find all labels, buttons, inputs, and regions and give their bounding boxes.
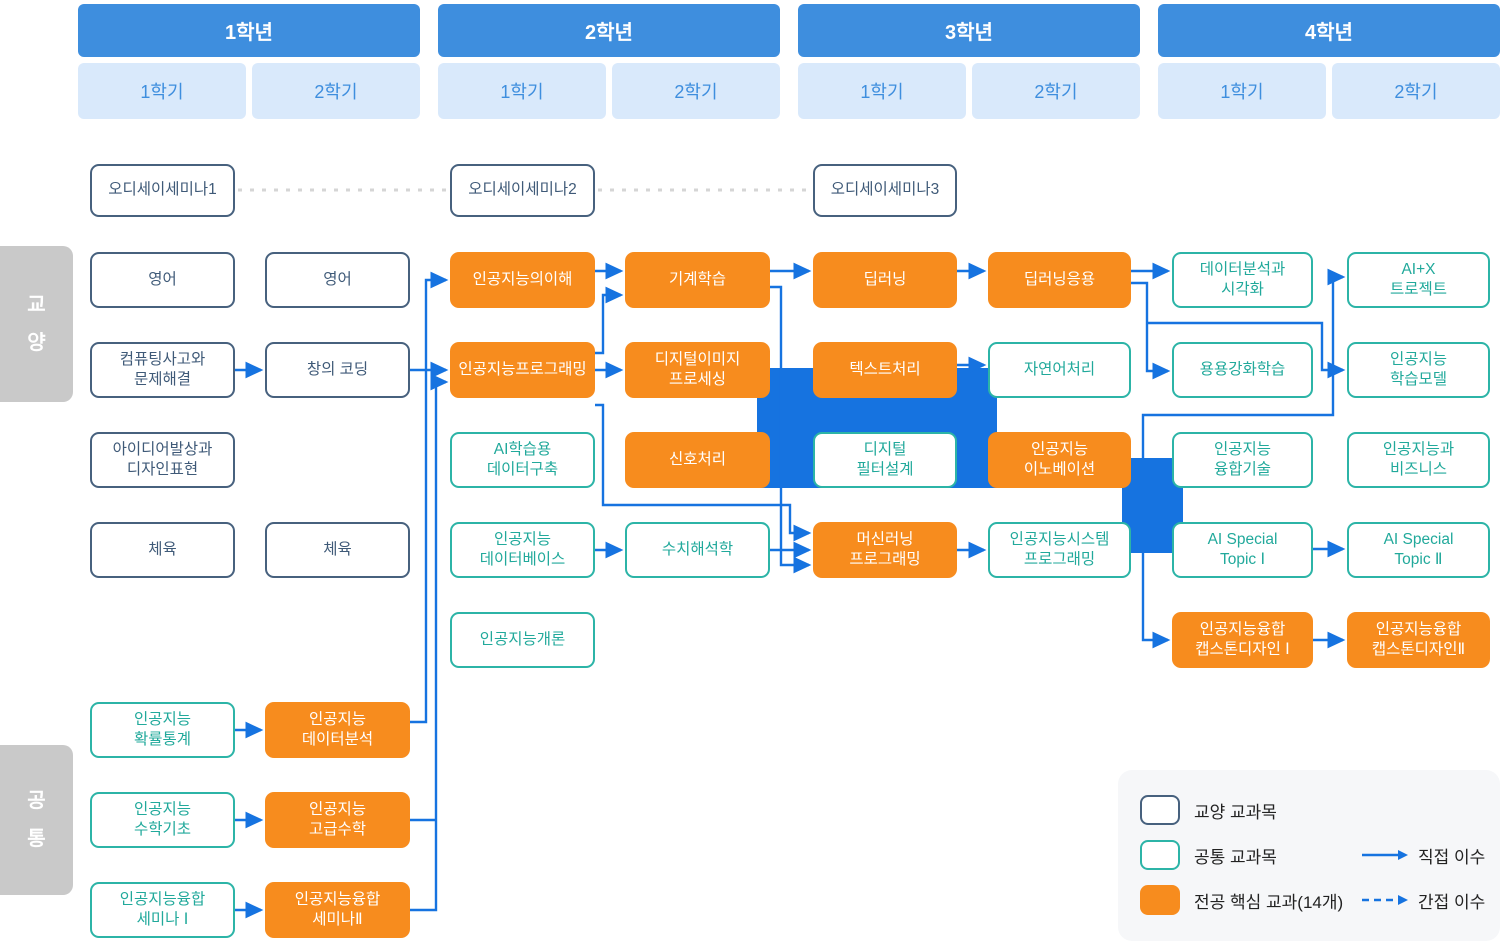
course-box-eng1: 영어 — [90, 252, 235, 308]
course-box-ai-seminar2: 인공지능융합 세미나Ⅱ — [265, 882, 410, 938]
semester-header-3-1: 1학기 — [798, 63, 966, 119]
course-box-capstone1: 인공지능융합 캡스톤디자인 Ⅰ — [1172, 612, 1313, 668]
edge-aiprogramming-ml — [595, 286, 624, 355]
semester-header-4-2: 2학기 — [1332, 63, 1500, 119]
course-box-odyssey3: 오디세이세미나3 — [813, 164, 957, 217]
course-box-data-viz: 데이터분석과 시각화 — [1172, 252, 1313, 308]
course-box-aix-project: AI+X 트로젝트 — [1347, 252, 1490, 308]
course-box-signal-processing: 신호처리 — [625, 432, 770, 488]
course-box-ai-fusion-tech: 인공지능 융합기술 — [1172, 432, 1313, 488]
year-header-1: 1학년 — [78, 4, 420, 57]
course-box-ai-math-basic: 인공지능 수학기초 — [90, 792, 235, 848]
legend-common-label: 공통 교과목 — [1194, 847, 1277, 867]
legend-common-swatch — [1140, 840, 1180, 870]
semester-header-2-1: 1학기 — [438, 63, 606, 119]
course-box-text-processing: 텍스트처리 — [813, 342, 957, 398]
legend-direct-label: 직접 이수 — [1418, 847, 1486, 867]
course-box-ai-innovation: 인공지능 이노베이션 — [988, 432, 1131, 488]
legend-general-swatch — [1140, 795, 1180, 825]
course-box-ai-intro: 인공지능개론 — [450, 612, 595, 668]
section-label-1: 공 통 — [0, 745, 73, 895]
course-box-ai-prob-stat: 인공지능 확률통계 — [90, 702, 235, 758]
course-box-odyssey2: 오디세이세미나2 — [450, 164, 595, 217]
course-box-comp-think: 컴퓨팅사고와 문제해결 — [90, 342, 235, 398]
course-box-ai-special1: AI Special Topic Ⅰ — [1172, 522, 1313, 578]
course-box-eng2: 영어 — [265, 252, 410, 308]
course-box-pe2: 체육 — [265, 522, 410, 578]
course-box-deep-learning: 딥러닝 — [813, 252, 957, 308]
legend: 교양 교과목 공통 교과목 전공 핵심 교과(14개) 직접 이수 간접 이수 — [1118, 770, 1500, 941]
semester-header-2-2: 2학기 — [612, 63, 780, 119]
year-header-2: 2학년 — [438, 4, 780, 57]
course-box-ai-special2: AI Special Topic Ⅱ — [1347, 522, 1490, 578]
semester-header-1-1: 1학기 — [78, 63, 246, 119]
course-box-dl-application: 딥러닝응용 — [988, 252, 1131, 308]
course-box-ai-seminar1: 인공지능융합 세미나 Ⅰ — [90, 882, 235, 938]
year-header-4: 4학년 — [1158, 4, 1500, 57]
solid-arrow-icon — [1362, 840, 1408, 870]
course-box-ml-programming: 머신러닝 프로그래밍 — [813, 522, 957, 578]
dashed-arrow-icon — [1362, 885, 1408, 915]
course-box-ai-database: 인공지능 데이터베이스 — [450, 522, 595, 578]
course-box-creative-coding: 창의 코딩 — [265, 342, 410, 398]
edge-ml-mlprog — [770, 285, 812, 574]
course-box-ai-programming: 인공지능프로그래밍 — [450, 342, 595, 398]
legend-general-label: 교양 교과목 — [1194, 802, 1277, 822]
course-box-ai-business: 인공지능과 비즈니스 — [1347, 432, 1490, 488]
course-box-machine-learning: 기계학습 — [625, 252, 770, 308]
edge-dataanalysis-aiunderstanding — [410, 271, 449, 724]
course-box-pe1: 체육 — [90, 522, 235, 578]
course-box-ai-adv-math: 인공지능 고급수학 — [265, 792, 410, 848]
semester-header-3-2: 2학기 — [972, 63, 1140, 119]
course-box-capstone2: 인공지능융합 캡스톤디자인Ⅱ — [1347, 612, 1490, 668]
course-box-ai-understanding: 인공지능의이해 — [450, 252, 595, 308]
course-box-digital-image: 디지털이미지 프로세싱 — [625, 342, 770, 398]
course-box-applied-rl: 용용강화학습 — [1172, 342, 1313, 398]
course-box-nlp: 자연어처리 — [988, 342, 1131, 398]
edge-advmath-aiprogramming — [410, 373, 449, 912]
legend-indirect-label: 간접 이수 — [1418, 892, 1486, 912]
course-box-odyssey1: 오디세이세미나1 — [90, 164, 235, 217]
course-box-ai-learning-model: 인공지능 학습모델 — [1347, 342, 1490, 398]
course-box-ai-data-build: AI학습용 데이터구축 — [450, 432, 595, 488]
semester-header-1-2: 2학기 — [252, 63, 420, 119]
section-label-0: 교 양 — [0, 246, 73, 402]
year-header-3: 3학년 — [798, 4, 1140, 57]
legend-core-label: 전공 핵심 교과(14개) — [1194, 892, 1344, 912]
legend-core-swatch — [1140, 885, 1180, 915]
course-box-digital-filter: 디지털 필터설계 — [813, 432, 957, 488]
course-box-ai-system-prog: 인공지능시스템 프로그래밍 — [988, 522, 1131, 578]
course-box-numerical-analysis: 수치해석학 — [625, 522, 770, 578]
edge-dlapp-appliedrl — [1131, 281, 1171, 380]
course-box-idea-design: 아이디어발상과 디자인표현 — [90, 432, 235, 488]
course-box-ai-data-analysis: 인공지능 데이터분석 — [265, 702, 410, 758]
semester-header-4-1: 1학기 — [1158, 63, 1326, 119]
edge-innovation-capstone1 — [1141, 552, 1171, 649]
